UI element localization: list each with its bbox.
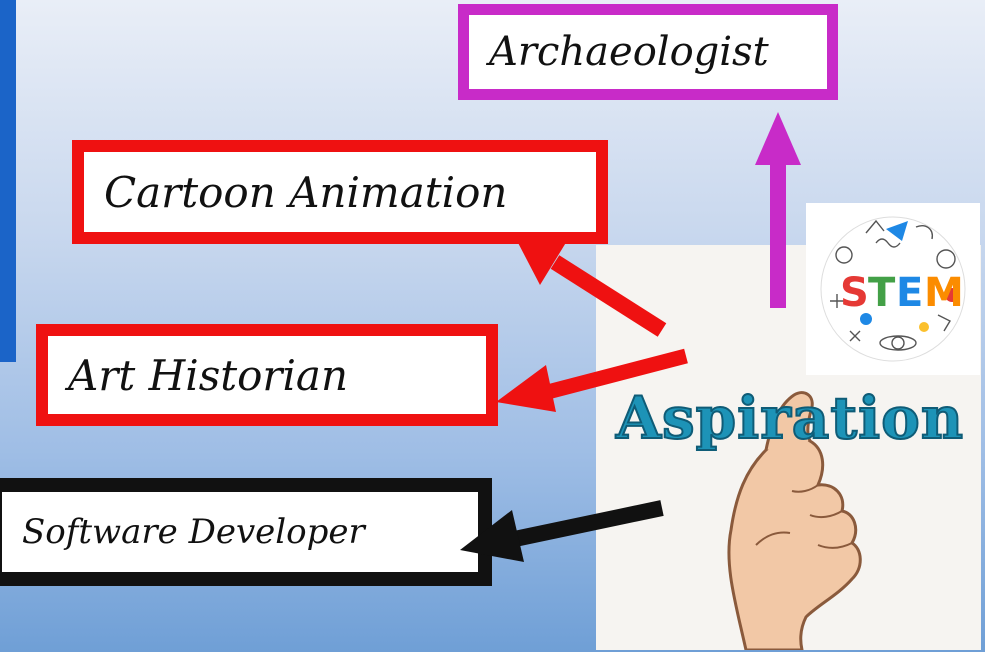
cartoon-animation-label: Cartoon Animation <box>104 167 508 217</box>
stem-letter-e: E <box>896 270 923 316</box>
software-developer-label: Software Developer <box>22 512 365 552</box>
aspiration-word: Aspiration <box>615 383 965 453</box>
stem-letter-s: S <box>840 270 869 316</box>
stem-letter-t: T <box>868 270 896 316</box>
archaeologist-box: Archaeologist <box>458 4 838 100</box>
left-accent-bar <box>0 0 16 362</box>
stem-letter-m: M <box>924 270 964 316</box>
stem-image: S T E M <box>806 203 980 375</box>
stem-doodle: S T E M <box>820 216 966 362</box>
art-historian-box: Art Historian <box>36 324 498 426</box>
software-developer-box: Software Developer <box>0 478 492 586</box>
art-historian-label: Art Historian <box>68 350 349 400</box>
cartoon-animation-box: Cartoon Animation <box>72 140 608 244</box>
archaeologist-label: Archaeologist <box>489 29 769 75</box>
